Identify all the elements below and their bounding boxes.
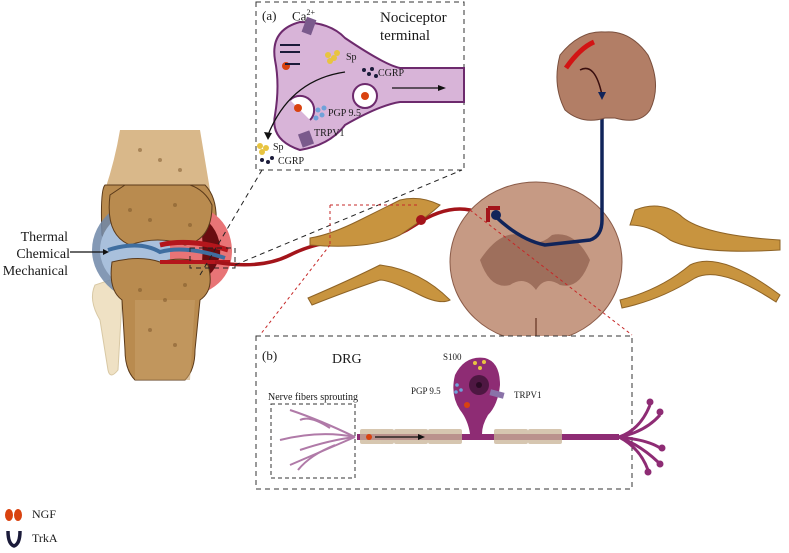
panel-a-nociceptor-terminal — [255, 1, 465, 171]
nerve-sprouting-label: Nerve fibers sprouting — [268, 392, 358, 403]
cgrp-released-label: CGRP — [278, 156, 305, 167]
cgrp-inside-label: CGRP — [378, 68, 405, 79]
spinal-cord-illustration — [307, 181, 781, 343]
stimulus-mechanical-label: Mechanical — [2, 264, 68, 279]
trpv1-label-b: TRPV1 — [514, 390, 542, 400]
panel-a-title-line1: Nociceptor — [380, 10, 447, 26]
trpv1-label-a: TRPV1 — [314, 128, 345, 139]
panel-a-title-line2: terminal — [380, 28, 430, 44]
panel-b-title: DRG — [332, 352, 362, 367]
calcium-label: Ca2+ — [292, 8, 315, 24]
panel-b-label: (b) — [262, 348, 278, 363]
stimulus-thermal-label: Thermal — [20, 230, 68, 245]
panel-a-label: (a) — [262, 8, 277, 23]
legend-ngf-icon — [5, 509, 22, 521]
legend-trka-icon — [6, 530, 22, 548]
synapse — [486, 206, 500, 222]
calcium-charge: 2+ — [306, 8, 315, 17]
sp-inside-label: Sp — [346, 52, 357, 63]
pgp-label-b: PGP 9.5 — [411, 386, 441, 396]
sp-released-label: Sp — [273, 142, 284, 153]
knee-joint-illustration — [91, 130, 232, 381]
ascending-tract — [493, 95, 604, 247]
legend-trka-label: TrkA — [32, 531, 58, 545]
drg-soma — [416, 215, 426, 225]
pgp-label-a: PGP 9.5 — [328, 108, 361, 119]
brain-coronal-section — [556, 31, 656, 121]
legend-ngf-label: NGF — [32, 507, 57, 521]
stimulus-chemical-label: Chemical — [16, 247, 70, 262]
calcium-text: Ca — [292, 8, 307, 24]
panel-b-drg — [255, 335, 666, 490]
s100-label: S100 — [443, 352, 462, 362]
